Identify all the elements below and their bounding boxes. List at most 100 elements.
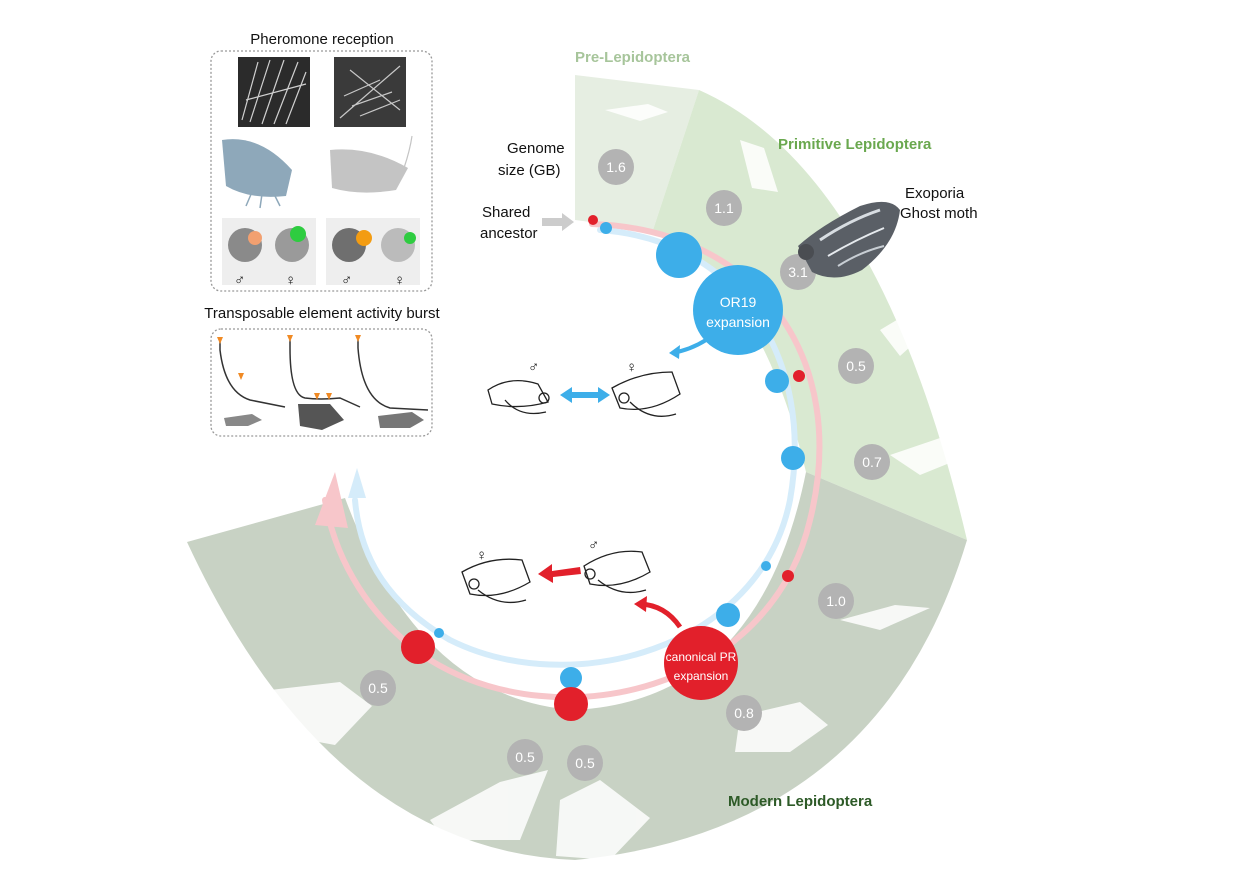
male-moth-sketch-icon [583, 550, 651, 594]
male-moth-sketch-icon [487, 379, 550, 415]
genome-size-title-unit: size (GB) [498, 162, 561, 179]
or-node [781, 446, 805, 470]
genome-badge: 3.1 [780, 254, 816, 290]
era-bands [187, 75, 967, 860]
era-label-primitive: Primitive Lepidoptera [778, 136, 932, 153]
moth-silhouette-icon [224, 414, 262, 426]
female-moth-sketch-icon [611, 371, 681, 417]
modern-lepidoptera-band [187, 472, 967, 860]
genome-badge: 0.7 [854, 444, 890, 480]
pheromone-reception-panel [210, 50, 433, 292]
antenna-sem-image-left [238, 57, 310, 127]
te-activity-title: Transposable element activity burst [204, 305, 440, 322]
or19-curved-arrowhead-icon [669, 345, 680, 359]
genome-size-title: Genome [507, 140, 565, 157]
female-symbol-lobe-1: ♀ [285, 272, 296, 289]
or-node [560, 667, 582, 689]
era-label-pre: Pre-Lepidoptera [575, 49, 691, 66]
moth-silhouette-icon [430, 770, 548, 840]
moth-silhouette-icon [556, 780, 650, 860]
canonical-pr-expansion-node [664, 626, 738, 700]
svg-text:0.5: 0.5 [515, 749, 535, 765]
te-activity-panel [210, 328, 433, 437]
or-node [761, 561, 771, 571]
genome-badge: 0.5 [567, 745, 603, 781]
genome-badge: 1.1 [706, 190, 742, 226]
moth-female-gray-silhouette-icon [330, 135, 413, 193]
female-symbol-lobe-2: ♀ [394, 272, 405, 289]
genome-badge: 0.8 [726, 695, 762, 731]
pre-lepidoptera-band [575, 75, 699, 230]
genome-badge: 0.5 [360, 670, 396, 706]
svg-text:0.7: 0.7 [862, 454, 882, 470]
female-symbol: ♀ [626, 359, 637, 376]
te-activity-curves [219, 340, 429, 411]
or-node [716, 603, 740, 627]
moth-silhouettes [270, 104, 962, 860]
svg-text:3.1: 3.1 [788, 264, 808, 280]
antenna-sem-image-right [334, 57, 406, 127]
shared-ancestor-label-line2: ancestor [480, 225, 538, 242]
moth-silhouette-icon [740, 140, 778, 192]
canonical-pr-expansion-label-line2: expansion [674, 669, 729, 683]
pheromone-reception-title: Pheromone reception [250, 31, 393, 48]
or-node [765, 369, 789, 393]
expansion-nodes: OR19 expansion canonical PR expansion [401, 232, 805, 721]
antennal-lobe-images [222, 218, 420, 285]
or-node [656, 232, 702, 278]
svg-text:1.6: 1.6 [606, 159, 626, 175]
genome-badge: 0.5 [838, 348, 874, 384]
pr-node [782, 570, 794, 582]
moth-silhouette-icon [880, 300, 940, 356]
shared-ancestor-arrow-icon [542, 213, 574, 231]
genome-badge: 1.0 [818, 583, 854, 619]
moth-silhouette-icon [270, 682, 372, 745]
or19-expansion-node [693, 265, 783, 355]
svg-text:1.0: 1.0 [826, 593, 846, 609]
pr-node [401, 630, 435, 664]
te-burst-markers [217, 335, 361, 400]
svg-text:0.8: 0.8 [734, 705, 754, 721]
ancestor-red-dot [588, 215, 598, 225]
shared-ancestor-label: Shared [482, 204, 530, 221]
genome-size-badges: 1.6 1.1 3.1 0.5 0.7 1.0 0.8 0.5 [360, 149, 890, 781]
svg-text:1.1: 1.1 [714, 200, 734, 216]
pr-arrow-head [315, 472, 348, 528]
svg-text:0.5: 0.5 [575, 755, 595, 771]
moth-silhouette-icon [378, 412, 424, 428]
bidirectional-arrow-icon [560, 387, 610, 403]
te-panel-moth-silhouettes [224, 404, 424, 430]
or-node [434, 628, 444, 638]
canonical-pr-expansion-label: canonical PR [666, 650, 737, 664]
pr-node [554, 687, 588, 721]
pr-mating-scene: ♀ ♂ [461, 537, 651, 604]
svg-text:0.5: 0.5 [368, 680, 388, 696]
male-symbol-pr: ♂ [588, 537, 599, 554]
svg-text:0.5: 0.5 [846, 358, 866, 374]
ghost-moth-photo [798, 201, 900, 278]
male-symbol-lobe-1: ♂ [234, 272, 245, 289]
genome-badge: 1.6 [598, 149, 634, 185]
ancestor-blue-dot [600, 222, 612, 234]
pr-node [793, 370, 805, 382]
or19-expansion-label-line2: expansion [706, 314, 770, 330]
pr-direction-arrow-icon [538, 564, 581, 583]
moth-male-blue-silhouette-icon [222, 139, 292, 209]
or-mating-scene: ♂ ♀ [487, 359, 681, 417]
moth-silhouette-icon [840, 605, 930, 630]
female-moth-sketch-icon [461, 558, 531, 604]
or-arrow-head [348, 468, 366, 498]
male-symbol: ♂ [528, 359, 539, 376]
exoporia-label: Exoporia [905, 185, 965, 202]
moth-silhouette-icon [605, 104, 668, 121]
genome-badge: 0.5 [507, 739, 543, 775]
male-symbol-lobe-2: ♂ [341, 272, 352, 289]
moth-silhouette-icon [890, 438, 962, 475]
moth-silhouette-icon [298, 404, 344, 430]
pr-curved-arrowhead-icon [634, 596, 647, 612]
ghost-moth-label: Ghost moth [900, 205, 978, 222]
era-label-modern: Modern Lepidoptera [728, 793, 873, 810]
or19-expansion-label: OR19 [720, 294, 757, 310]
female-symbol-pr: ♀ [476, 547, 487, 564]
